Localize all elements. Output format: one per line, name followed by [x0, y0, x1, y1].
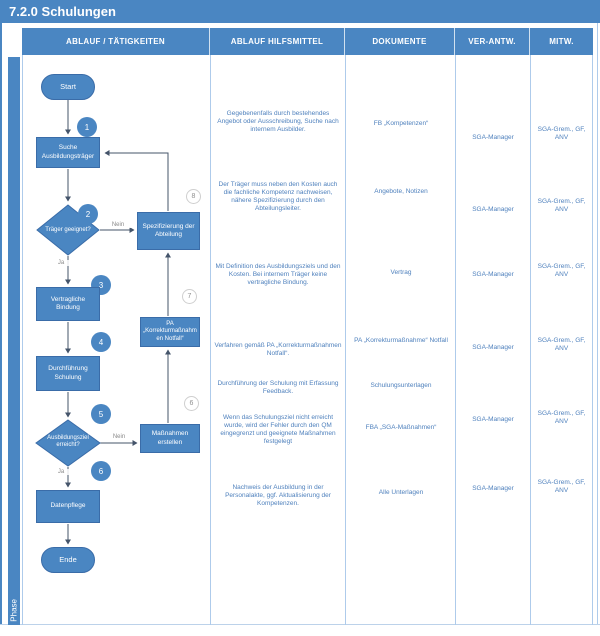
- title-bar: 7.2.0 Schulungen: [0, 0, 600, 23]
- left-border: [0, 0, 2, 625]
- dokument-entry-4: PA „Korrekturmaßnahme“ Notfall: [354, 337, 448, 344]
- mitwirkung-entry-1: SGA-Grem., GF, ANV: [537, 126, 586, 141]
- decision-traeger-geeignet-label: Träger geeignet?: [45, 227, 91, 233]
- flow-end-node: Ende: [41, 547, 95, 573]
- dokument-entry-2: Angebote, Notizen: [374, 188, 428, 195]
- header-cell-ablauf-hilfsmittel: ABLAUF HILFSMITTEL: [210, 28, 345, 55]
- hilfsmittel-note-7: Nachweis der Ausbildung in der Personala…: [225, 484, 331, 507]
- verantwortlich-entry-1: SGA-Manager: [472, 134, 514, 141]
- dokument-entry-3: Vertrag: [390, 269, 412, 276]
- hilfsmittel-note-4: Verfahren gemäß PA „Korrekturmaßnahmen N…: [214, 342, 342, 357]
- verantwortlich-entry-4: SGA-Manager: [472, 344, 514, 351]
- decision-ausbildungsziel-shape: [35, 419, 101, 467]
- task-durchfuehrung-schulung: Durchführung Schulung: [36, 356, 100, 391]
- step-number-4: 4: [91, 332, 111, 352]
- task-datenpflege: Datenpflege: [36, 490, 100, 523]
- dokument-entry-6: FBA „SGA-Maßnahmen“: [365, 424, 437, 431]
- branch-label-nein-1: Nein: [102, 222, 134, 228]
- task-pa-korrekturmassnahmen-notfall: PA „Korrekturmaßnahmen Notfall“: [140, 317, 200, 347]
- step-number-6: 6: [91, 461, 111, 481]
- mitwirkung-entry-4: SGA-Grem., GF, ANV: [537, 337, 586, 352]
- step-number-2: 2: [78, 204, 98, 224]
- branch-label-nein-2: Nein: [102, 434, 136, 440]
- right-border: [597, 23, 598, 625]
- flow-start-node: Start: [41, 74, 95, 100]
- lane-divider: [210, 55, 211, 625]
- lane-divider: [455, 55, 456, 625]
- hilfsmittel-note-1: Gegebenenfalls durch bestehendes Angebot…: [217, 110, 339, 133]
- phase-bar: Phase: [8, 57, 20, 625]
- step-number-8: 8: [186, 189, 201, 204]
- verantwortlich-entry-6: SGA-Manager: [472, 485, 514, 492]
- lane-divider: [592, 55, 593, 625]
- verantwortlich-entry-5: SGA-Manager: [472, 416, 514, 423]
- dokument-entry-1: FB „Kompetenzen“: [373, 120, 429, 127]
- step-number-5: 5: [91, 404, 111, 424]
- header-cell-dokumente: DOKUMENTE: [345, 28, 455, 55]
- dokument-entry-5: Schulungsunterlagen: [370, 382, 432, 389]
- task-massnahmen-erstellen: Maßnahmen erstellen: [140, 424, 200, 453]
- branch-label-ja-2: Ja: [50, 469, 72, 475]
- hilfsmittel-note-2: Der Träger muss neben den Kosten auch di…: [218, 181, 338, 212]
- decision-ausbildungsziel-label: Ausbildungsziel erreicht?: [47, 435, 89, 448]
- verantwortlich-entry-3: SGA-Manager: [472, 271, 514, 278]
- task-vertragliche-bindung: Vertragliche Bindung: [36, 287, 100, 321]
- connector-spez-to-suche: [104, 150, 169, 211]
- hilfsmittel-note-5: Durchführung der Schulung mit Erfassung …: [217, 380, 339, 395]
- mitwirkung-entry-5: SGA-Grem., GF, ANV: [537, 410, 586, 425]
- header-cell-mitw: MITW.: [530, 28, 593, 55]
- dokument-entry-7: Alle Unterlagen: [378, 489, 424, 496]
- task-suche-ausbildungstraeger: Suche Ausbildungsträger: [36, 137, 100, 168]
- header-cell-ablauf-taetigkeiten: ABLAUF / TÄTIGKEITEN: [22, 28, 210, 55]
- task-spezifizierung-der-abteilung: Spezifizierung der Abteilung: [137, 212, 200, 250]
- step-number-7: 7: [182, 289, 197, 304]
- lane-divider: [530, 55, 531, 625]
- branch-label-ja-1: Ja: [50, 260, 72, 266]
- header-cell-ver-antw: VER-ANTW.: [455, 28, 530, 55]
- mitwirkung-entry-2: SGA-Grem., GF, ANV: [537, 198, 586, 213]
- lane-divider: [345, 55, 346, 625]
- hilfsmittel-note-3: Mit Definition des Ausbildungsziels und …: [215, 263, 341, 286]
- step-number-6-side: 6: [184, 396, 199, 411]
- lane-divider: [22, 55, 23, 625]
- page-title: 7.2.0 Schulungen: [9, 4, 116, 19]
- mitwirkung-entry-6: SGA-Grem., GF, ANV: [537, 479, 586, 494]
- hilfsmittel-note-6: Wenn das Schulungsziel nicht erreicht wu…: [220, 414, 336, 445]
- mitwirkung-entry-3: SGA-Grem., GF, ANV: [537, 263, 586, 278]
- verantwortlich-entry-2: SGA-Manager: [472, 206, 514, 213]
- bottom-border: [0, 624, 600, 625]
- step-number-1: 1: [77, 117, 97, 137]
